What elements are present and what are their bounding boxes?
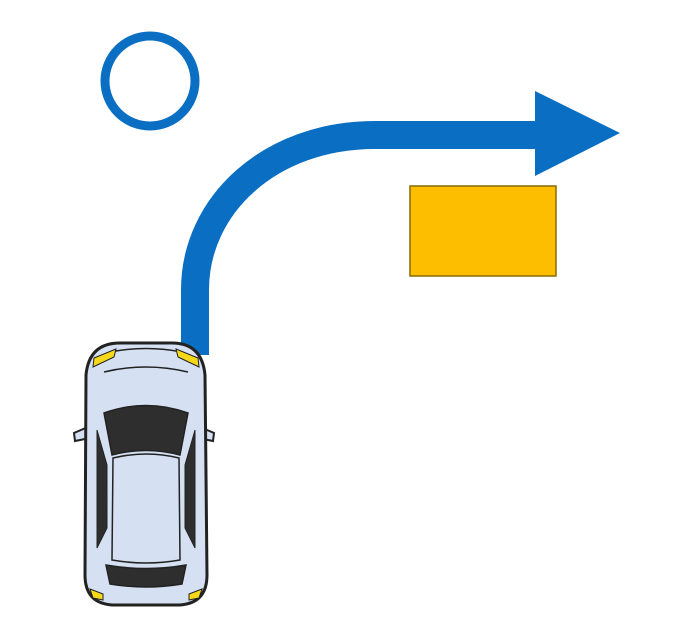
car-rear-window — [105, 564, 187, 588]
car-rear-left-light — [89, 588, 104, 601]
car-windshield — [103, 404, 189, 456]
turn-arrow-icon — [181, 91, 620, 355]
car-front-left-light — [92, 348, 117, 368]
correct-circle-icon — [100, 31, 200, 131]
car-hood-line — [109, 347, 183, 353]
turn-arrow-shaft — [181, 121, 545, 355]
car-roof — [111, 453, 181, 564]
car-hood-line — [103, 366, 189, 373]
turn-arrow-head — [535, 91, 620, 176]
car-icon — [72, 341, 216, 607]
car-front-right-light — [175, 348, 200, 368]
car-right-window — [184, 429, 196, 549]
obstacle-rectangle — [409, 185, 557, 277]
car-left-window — [96, 429, 108, 549]
car-rear-right-light — [188, 588, 203, 601]
